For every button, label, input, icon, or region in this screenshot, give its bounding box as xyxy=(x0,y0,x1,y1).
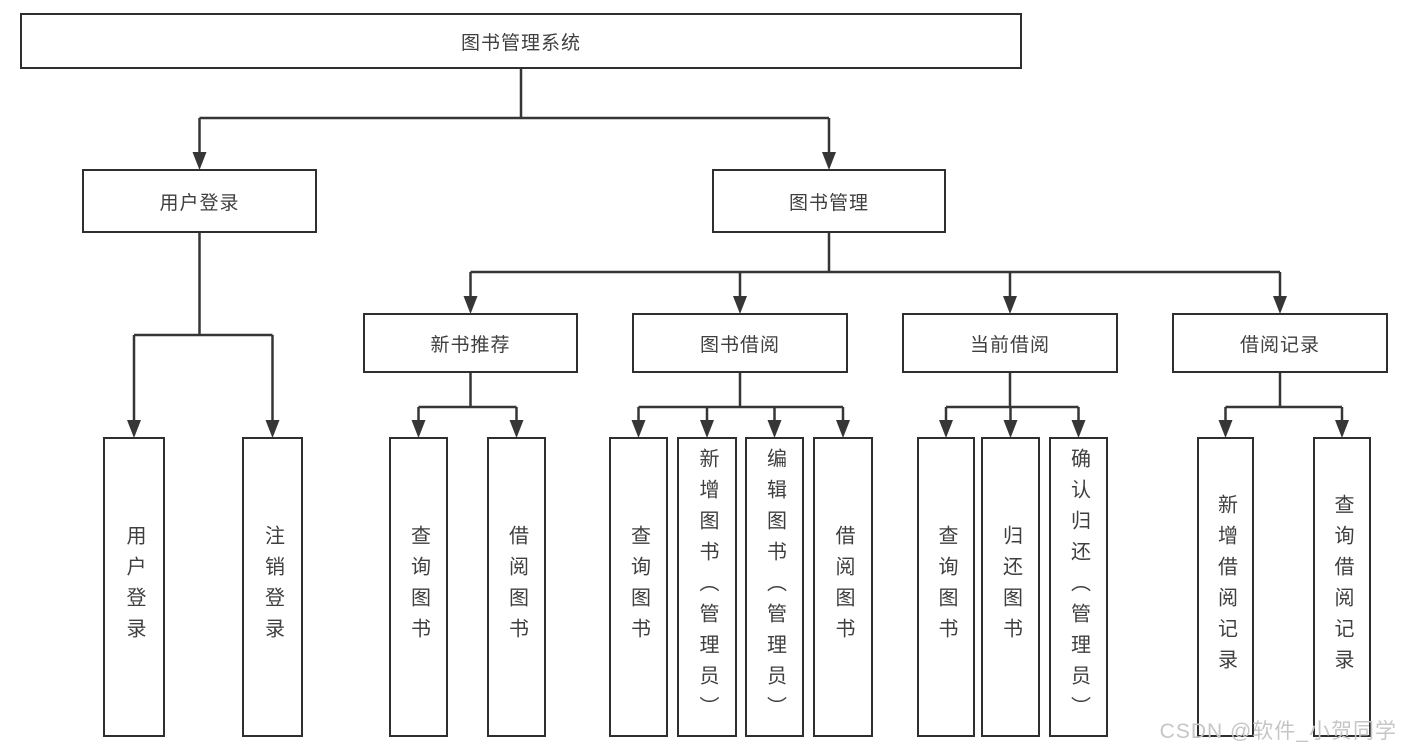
node-leaf-user-login: 用户登录 xyxy=(103,437,165,737)
node-new-book-recommend: 新书推荐 xyxy=(363,313,578,373)
node-label: 图书管理 xyxy=(788,192,869,214)
node-br-query-record: 查询借阅记录 xyxy=(1313,437,1371,737)
node-label: 归还图书 xyxy=(999,525,1022,649)
node-label: 图书管理系统 xyxy=(460,32,581,54)
node-br-add-record: 新增借阅记录 xyxy=(1197,437,1254,737)
node-label: 用户登录 xyxy=(123,525,145,649)
node-label: 借阅图书 xyxy=(505,525,528,649)
node-label: 新书推荐 xyxy=(430,334,511,356)
node-bb-add-book: 新增图书（管理员） xyxy=(677,437,737,737)
node-cb-query-book: 查询图书 xyxy=(917,437,975,737)
node-label: 编辑图书（管理员） xyxy=(763,447,786,727)
node-nb-borrow-book: 借阅图书 xyxy=(487,437,546,737)
node-label: 用户登录 xyxy=(159,192,240,214)
node-label: 当前借阅 xyxy=(969,334,1050,356)
node-borrow-records: 借阅记录 xyxy=(1172,313,1388,373)
node-cb-return-book: 归还图书 xyxy=(981,437,1040,737)
node-bb-query-book: 查询图书 xyxy=(609,437,668,737)
node-label: 借阅记录 xyxy=(1239,334,1320,356)
node-cb-confirm-return: 确认归还（管理员） xyxy=(1049,437,1108,737)
node-label: 新增借阅记录 xyxy=(1214,494,1237,680)
node-label: 图书借阅 xyxy=(699,334,780,356)
node-bb-edit-book: 编辑图书（管理员） xyxy=(745,437,804,737)
node-nb-query-book: 查询图书 xyxy=(389,437,448,737)
node-book-management: 图书管理 xyxy=(712,169,946,233)
node-root: 图书管理系统 xyxy=(20,13,1022,69)
node-book-borrow: 图书借阅 xyxy=(632,313,848,373)
node-label: 查询图书 xyxy=(627,525,650,649)
node-current-borrow: 当前借阅 xyxy=(902,313,1118,373)
node-leaf-logout: 注销登录 xyxy=(242,437,303,737)
node-label: 查询借阅记录 xyxy=(1331,494,1353,680)
node-label: 新增图书（管理员） xyxy=(696,447,718,727)
node-user-login: 用户登录 xyxy=(82,169,317,233)
node-label: 确认归还（管理员） xyxy=(1067,447,1090,727)
watermark: CSDN @软件_小贺同学 xyxy=(1159,720,1397,743)
node-label: 注销登录 xyxy=(261,525,284,649)
node-bb-borrow-book: 借阅图书 xyxy=(813,437,873,737)
node-label: 借阅图书 xyxy=(832,525,854,649)
node-label: 查询图书 xyxy=(935,525,957,649)
node-label: 查询图书 xyxy=(407,525,430,649)
